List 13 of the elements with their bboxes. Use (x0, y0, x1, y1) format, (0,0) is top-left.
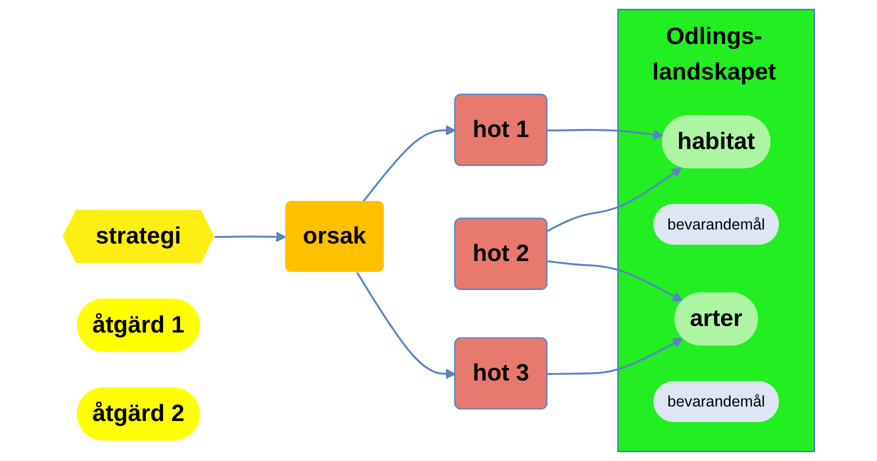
node-box: åtgärd 2 (76, 387, 200, 441)
arrow (547, 338, 684, 375)
node-box: bevarandemål (653, 381, 779, 422)
node-box: åtgärd 1 (76, 298, 200, 352)
arrow (214, 232, 286, 242)
arrow (547, 129, 664, 140)
node-box: orsak (285, 200, 384, 272)
arrow (547, 260, 683, 302)
arrow (547, 167, 682, 232)
node-box: strategi (62, 210, 214, 264)
arrow (356, 272, 456, 380)
node-box: bevarandemål (653, 204, 779, 245)
arrow (362, 125, 456, 202)
